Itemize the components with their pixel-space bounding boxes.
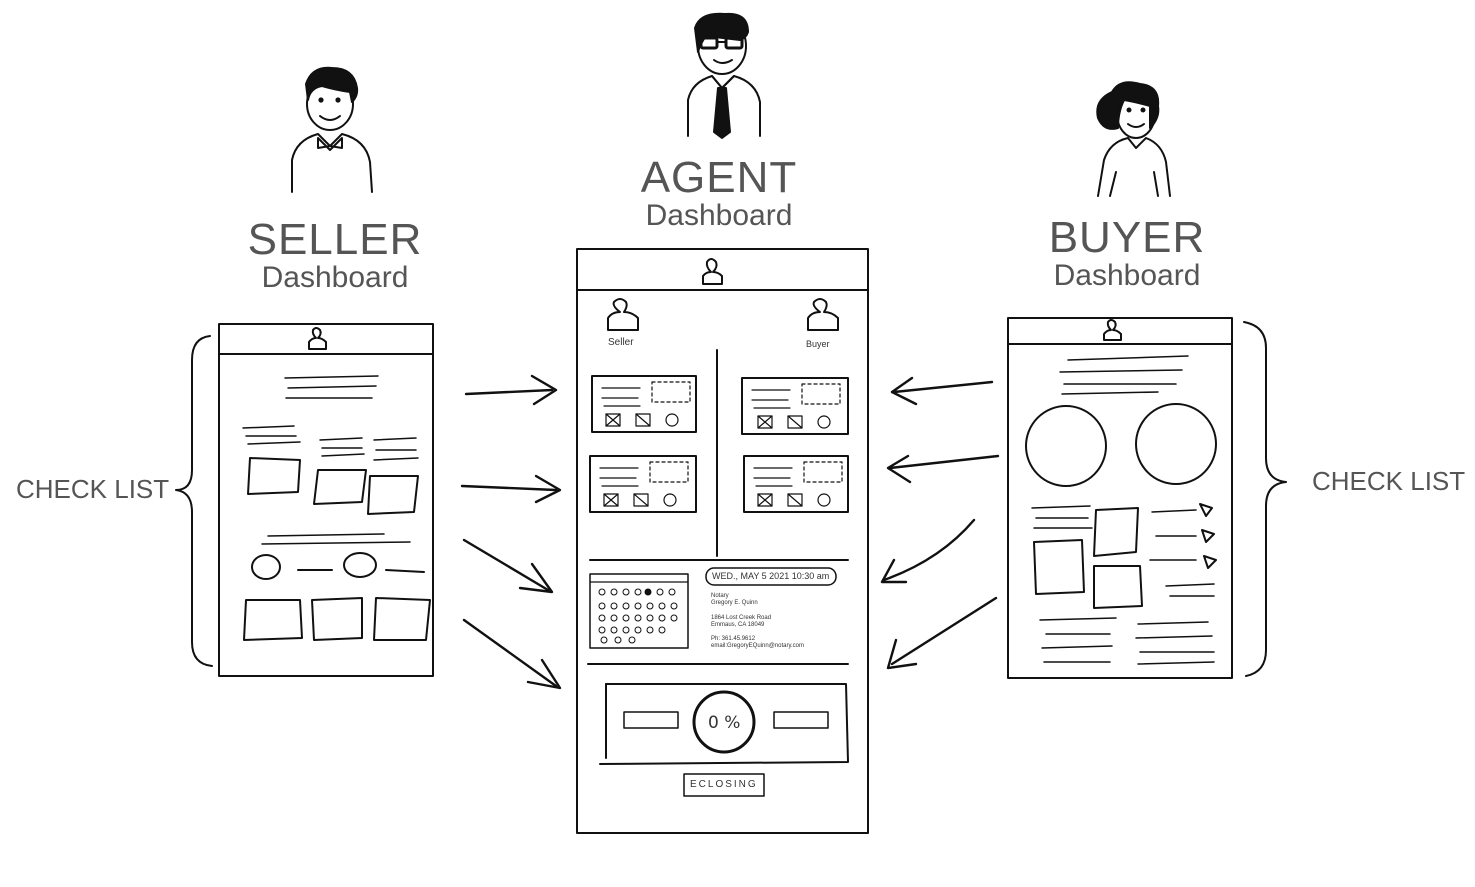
agent-dashboard-sketch <box>576 248 869 834</box>
seller-dashboard-sketch <box>218 323 434 677</box>
user-icon <box>308 327 327 350</box>
buyer-avatar <box>1096 81 1171 197</box>
agent-buyer-label: Buyer <box>806 339 830 349</box>
user-icon <box>702 258 723 285</box>
notary-heading: Notary <box>711 593 729 599</box>
seller-to-agent-arrows <box>460 374 562 690</box>
seller-title: SELLER <box>247 215 423 264</box>
buyer-title: BUYER <box>1048 213 1206 262</box>
buyer-heading: BUYER Dashboard <box>1024 216 1230 292</box>
user-icon <box>1103 319 1122 341</box>
notary-email: email:GregoryEQuinn@notary.com <box>711 643 805 649</box>
seller-checklist-brace <box>175 335 213 667</box>
buyer-checklist-label: CHECK LIST <box>1312 466 1466 496</box>
notary-address-2: Emmaus, CA 18049 <box>711 622 765 628</box>
seller-avatar <box>291 66 373 193</box>
agent-heading: AGENT Dashboard <box>616 156 822 232</box>
buyer-to-agent-arrows <box>880 376 1000 670</box>
seller-checklist-label: CHECK LIST <box>16 474 170 504</box>
progress-value: 0 % <box>708 713 741 733</box>
buyer-checklist-brace <box>1243 321 1287 677</box>
buyer-dashboard-sketch <box>1007 317 1233 679</box>
seller-heading: SELLER Dashboard <box>232 218 438 294</box>
calendar-sketch <box>589 573 689 649</box>
notary-address-1: 1864 Lost Creek Road <box>711 615 772 621</box>
buyer-subtitle: Dashboard <box>1053 259 1201 292</box>
closing-label: ECLOSING <box>690 779 758 790</box>
agent-seller-label: Seller <box>608 337 634 348</box>
agent-avatar <box>687 12 761 139</box>
agent-subtitle: Dashboard <box>645 199 793 232</box>
notary-name: Gregory E. Quinn <box>711 600 758 606</box>
seller-subtitle: Dashboard <box>261 261 409 294</box>
appointment-date: WED., MAY 5 2021 10:30 am <box>712 571 830 581</box>
agent-title: AGENT <box>640 153 798 202</box>
notary-phone: Ph: 361.45.9612 <box>711 636 756 642</box>
